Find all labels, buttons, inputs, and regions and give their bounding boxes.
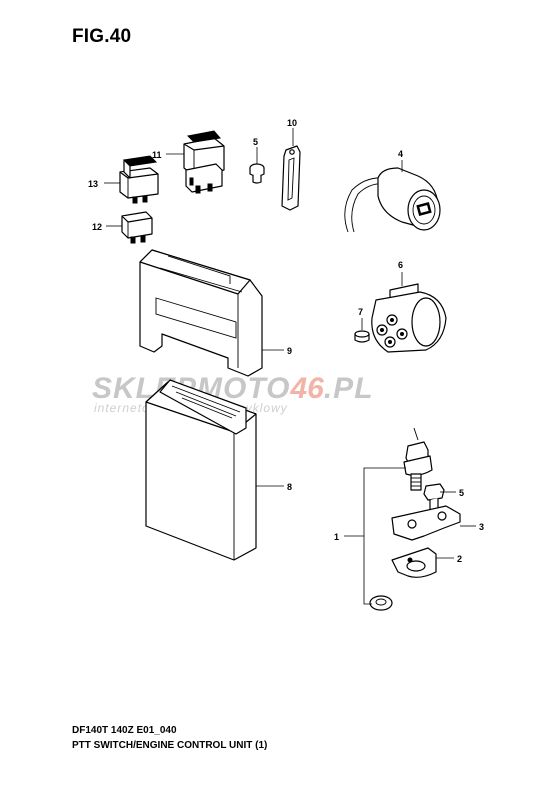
ptt-switch-assembly[interactable] — [369, 427, 461, 611]
part-10-clamp[interactable] — [281, 145, 301, 211]
figure-description: PTT SWITCH/ENGINE CONTROL UNIT (1) — [72, 740, 268, 751]
callout-2: 2 — [457, 554, 462, 564]
callout-10: 10 — [287, 118, 297, 128]
callout-8: 8 — [287, 482, 292, 492]
callout-6: 6 — [398, 260, 403, 270]
callout-7: 7 — [358, 307, 363, 317]
callout-4: 4 — [398, 149, 403, 159]
watermark-brand-suffix: .PL — [324, 372, 374, 405]
part-12-relay[interactable] — [121, 211, 153, 244]
watermark-brand-number: 46 — [289, 372, 324, 405]
callout-5-upper: 5 — [253, 137, 258, 147]
callout-3: 3 — [479, 522, 484, 532]
part-8-ecu[interactable] — [145, 379, 257, 561]
callout-5-lower: 5 — [459, 488, 464, 498]
callout-11: 11 — [152, 150, 162, 160]
part-5-bolt-upper[interactable] — [249, 163, 265, 184]
part-4-meter[interactable] — [344, 167, 441, 233]
leader-lines — [104, 128, 476, 559]
callout-1: 1 — [334, 532, 339, 542]
part-6-connector[interactable] — [371, 283, 447, 353]
part-11-relay[interactable] — [183, 130, 225, 194]
callout-9: 9 — [287, 346, 292, 356]
part-13-relay[interactable] — [119, 155, 159, 204]
part-7-cap[interactable] — [354, 330, 370, 343]
model-code: DF140T 140Z E01_040 — [72, 725, 177, 736]
callouts: 13 11 12 5 10 4 6 7 9 8 1 5 3 2 — [88, 118, 484, 564]
callout-12: 12 — [92, 222, 102, 232]
callout-13: 13 — [88, 179, 98, 189]
figure-title: FIG.40 — [72, 26, 132, 47]
part-9-bracket[interactable] — [139, 249, 263, 377]
